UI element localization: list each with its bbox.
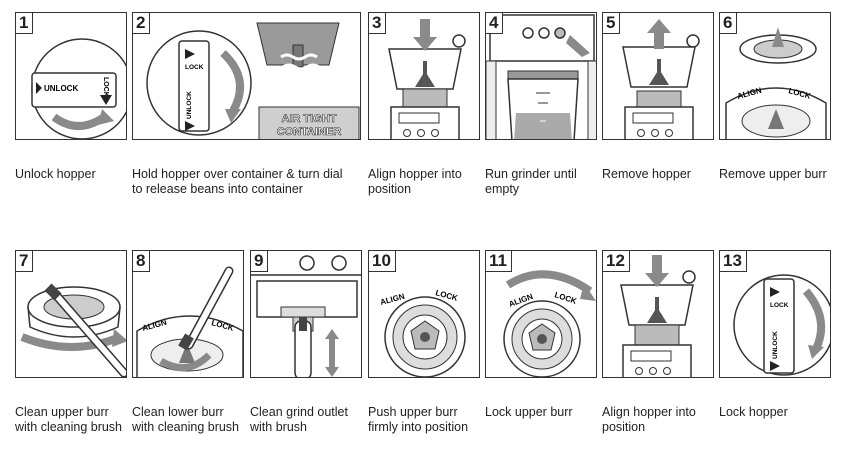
step-1-caption: Unlock hopper [15, 167, 96, 181]
step-3-panel: 3 [368, 12, 480, 140]
lock-label: LOCK [185, 64, 204, 71]
step-7-caption: Clean upper burr with cleaning brush [15, 405, 123, 434]
container-label-line2: CONTAINER [277, 126, 342, 138]
step-number: 11 [486, 251, 512, 272]
clean-lower-burr-illustration: ALIGN LOCK [136, 266, 243, 377]
remove-upper-burr-illustration: ALIGN LOCK [725, 27, 827, 139]
step-5-panel: 5 [602, 12, 714, 140]
lock-hopper-illustration: LOCK UNLOCK [733, 274, 830, 376]
lock-label: LOCK [102, 77, 109, 97]
step-13-caption: Lock hopper [719, 405, 788, 419]
step-2-panel: 2 LOCK UNLOCK AIR TIGHT CONTAINER [132, 12, 361, 140]
step-9-panel: 9 [250, 250, 362, 378]
unlock-dial-illustration: UNLOCK LOCK [31, 38, 126, 139]
unlock-label: UNLOCK [186, 91, 193, 119]
step-number: 8 [133, 251, 151, 272]
push-upper-burr-illustration: ALIGN LOCK [379, 288, 466, 377]
step-10-caption: Push upper burr firmly into position [368, 405, 469, 434]
align-hopper-illustration [620, 255, 696, 377]
release-beans-illustration: LOCK UNLOCK AIR TIGHT CONTAINER [146, 22, 360, 139]
step-12-caption: Align hopper into position [602, 405, 696, 434]
remove-hopper-illustration [622, 19, 700, 139]
step-3-caption: Align hopper into position [368, 167, 462, 196]
run-grinder-illustration [486, 14, 596, 139]
step-number: 7 [16, 251, 34, 272]
step-2-caption: Hold hopper over container & turn dial t… [132, 167, 343, 196]
step-number: 1 [16, 13, 34, 34]
lock-upper-burr-illustration: ALIGN LOCK [503, 270, 596, 377]
align-hopper-illustration [388, 19, 466, 139]
unlock-label: UNLOCK [44, 84, 78, 93]
step-9-caption: Clean grind outlet with brush [250, 405, 348, 434]
step-number: 9 [251, 251, 269, 272]
step-6-caption: Remove upper burr [719, 167, 827, 181]
step-number: 4 [486, 13, 504, 34]
step-number: 10 [369, 251, 396, 272]
step-1-panel: 1 UNLOCK LOCK [15, 12, 127, 140]
container-label-line1: AIR TIGHT [282, 113, 337, 125]
clean-grind-outlet-illustration [251, 255, 361, 377]
step-number: 13 [720, 251, 747, 272]
step-8-caption: Clean lower burr with cleaning brush [132, 405, 240, 434]
step-4-panel: 4 [485, 12, 597, 140]
clean-upper-burr-illustration [20, 283, 126, 377]
step-12-panel: 12 [602, 250, 714, 378]
step-4-caption: Run grinder until empty [485, 167, 577, 196]
step-10-panel: 10 ALIGN LOCK [368, 250, 480, 378]
step-7-panel: 7 [15, 250, 127, 378]
step-number: 12 [603, 251, 630, 272]
step-number: 3 [369, 13, 387, 34]
step-number: 5 [603, 13, 621, 34]
lock-label: LOCK [770, 302, 789, 309]
step-5-caption: Remove hopper [602, 167, 691, 181]
step-8-panel: 8 ALIGN LOCK [132, 250, 244, 378]
step-number: 6 [720, 13, 738, 34]
step-11-panel: 11 ALIGN LOCK [485, 250, 597, 378]
step-6-panel: 6 ALIGN LOCK [719, 12, 831, 140]
unlock-label: UNLOCK [772, 331, 779, 359]
step-13-panel: 13 LOCK UNLOCK [719, 250, 831, 378]
step-11-caption: Lock upper burr [485, 405, 573, 419]
step-number: 2 [133, 13, 151, 34]
